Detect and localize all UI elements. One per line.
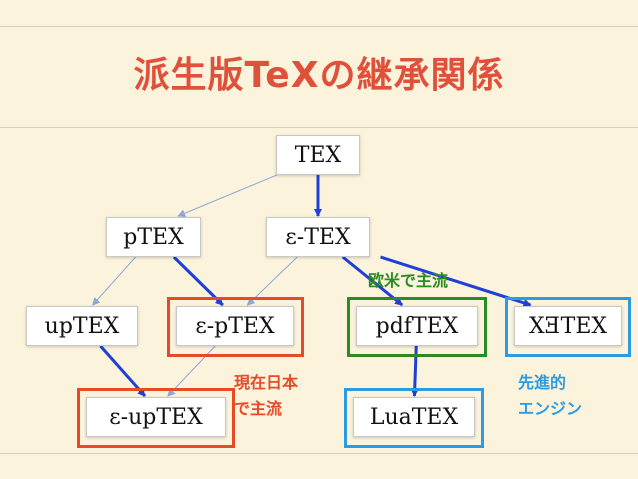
node-euptex: ε-upTEX: [86, 397, 226, 437]
note-western-mainstream: 欧米で主流: [368, 271, 449, 290]
frame-euptex: [77, 388, 235, 448]
node-eptex: ε-pTEX: [176, 306, 294, 346]
bottom-rule: [0, 453, 638, 454]
node-xetex: XƎTEX: [514, 306, 622, 346]
title-rule: [0, 127, 638, 128]
frame-pdftex: [347, 297, 487, 357]
slide-title: 派生版TeXの継承関係: [133, 55, 505, 96]
note-advanced-engine: 先進的 エンジン: [518, 373, 583, 418]
node-pdftex: pdfTEX: [356, 306, 478, 346]
node-etex: ε-TEX: [266, 217, 370, 257]
edge-uptex-to-euptex: [99, 345, 147, 397]
edge-ptex-to-uptex: [92, 256, 136, 306]
node-tex: TEX: [276, 135, 360, 175]
node-uptex: upTEX: [26, 306, 138, 346]
node-ptex: pTEX: [106, 217, 201, 257]
top-rule: [0, 26, 638, 27]
frame-xetex: [505, 297, 631, 357]
node-luatex: LuaTEX: [353, 397, 475, 437]
note-japan-mainstream: 現在日本 で主流: [234, 373, 299, 418]
frame-luatex: [344, 388, 484, 448]
edge-tex-to-ptex: [177, 174, 278, 218]
frame-eptex: [167, 297, 304, 357]
